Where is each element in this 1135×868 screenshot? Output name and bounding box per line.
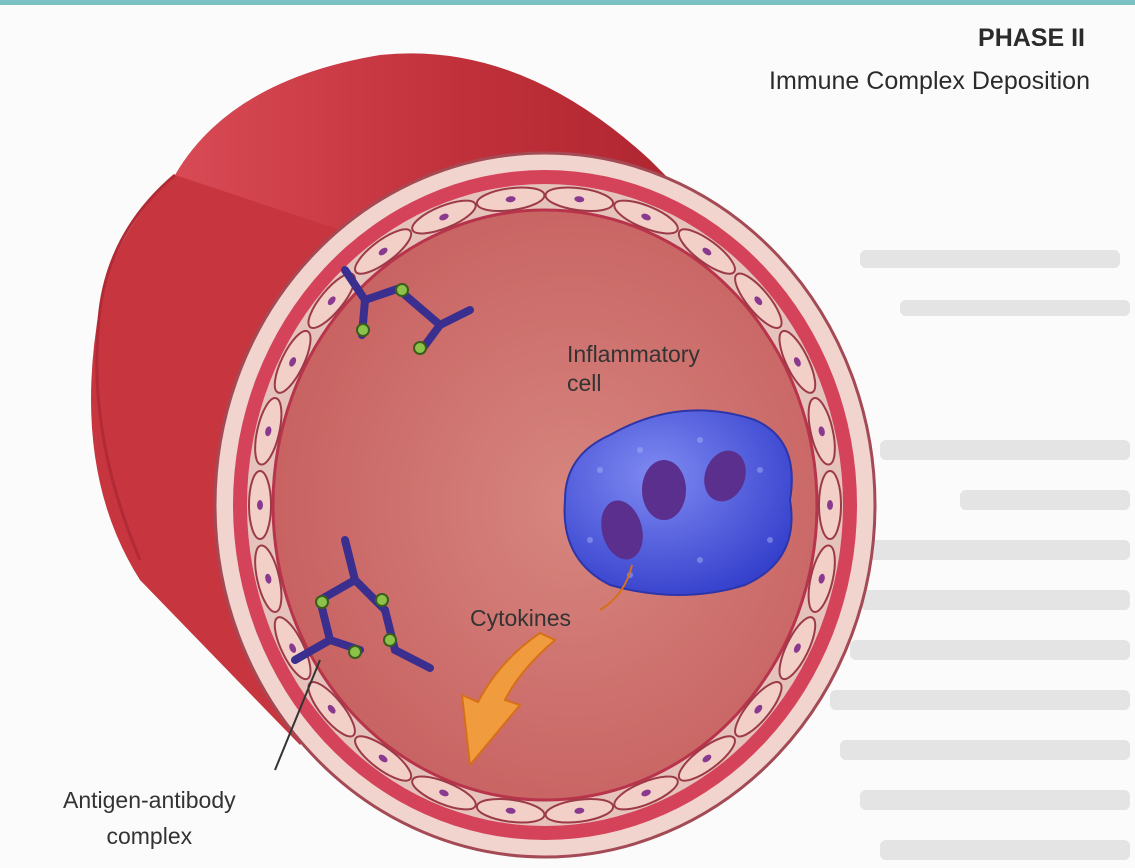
phase-title: PHASE II	[978, 24, 1085, 53]
inflammatory-cell-label-line1: Inflammatory	[567, 340, 700, 369]
phase-subtitle: Immune Complex Deposition	[769, 67, 1090, 96]
endothelial-nucleus	[827, 500, 833, 510]
antigen-antibody-complex-label: Antigen-antibody complex	[63, 782, 236, 854]
complex-label-line2: complex	[63, 818, 236, 854]
inflammatory-cell-label: Inflammatory cell	[567, 340, 700, 398]
endothelial-nucleus	[257, 500, 263, 510]
complex-label-line1: Antigen-antibody	[63, 782, 236, 818]
cytokines-label: Cytokines	[470, 605, 571, 632]
inflammatory-cell-label-line2: cell	[567, 369, 700, 398]
